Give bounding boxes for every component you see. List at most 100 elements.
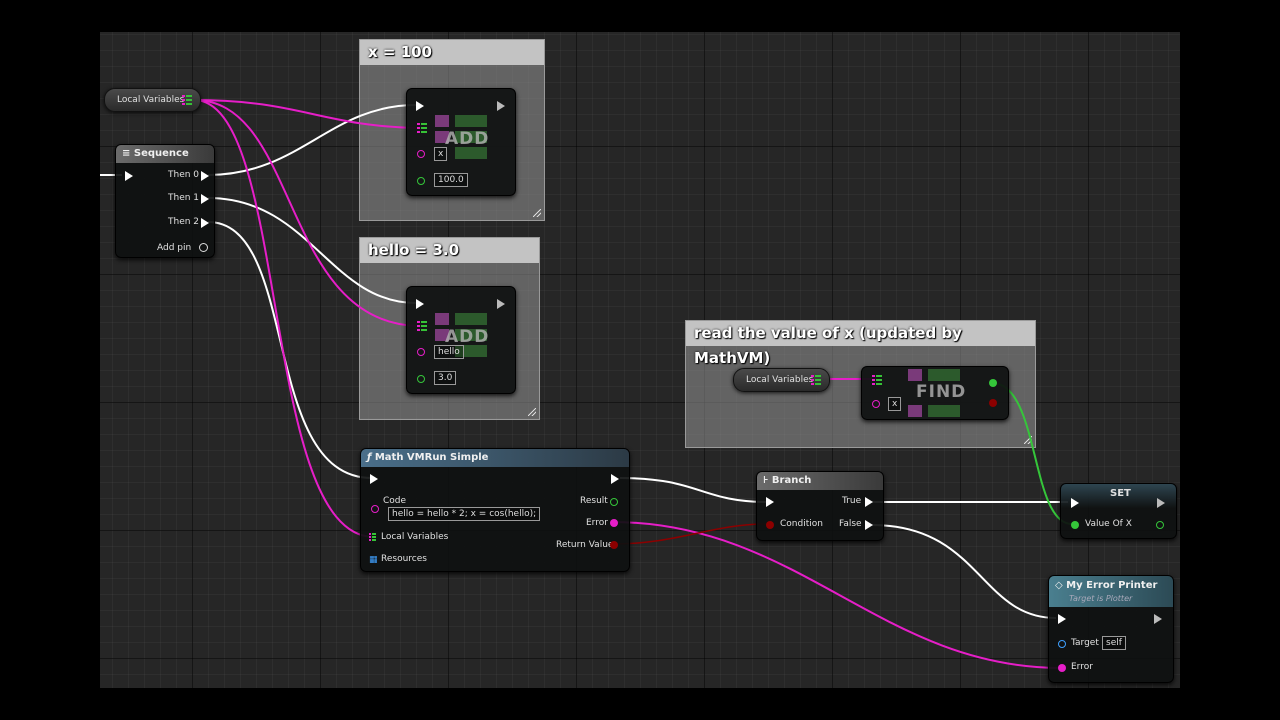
map-pin-icon[interactable]: [417, 123, 427, 133]
add-node-hello[interactable]: ADD hello 3.0: [406, 286, 516, 394]
exec-in-pin[interactable]: [370, 474, 378, 484]
exec-wire: [207, 221, 373, 479]
resources-pin-icon[interactable]: ▦: [369, 555, 378, 565]
value-input[interactable]: 3.0: [434, 371, 457, 385]
value-pin[interactable]: [417, 177, 425, 185]
local-variables-node[interactable]: Local Variables: [104, 88, 201, 112]
true-label: True: [842, 496, 862, 506]
result-pin[interactable]: [610, 498, 618, 506]
exec-out-pin[interactable]: [1154, 614, 1162, 624]
true-pin[interactable]: [865, 497, 873, 507]
local-variables-pin-icon[interactable]: [369, 533, 376, 543]
value-out-pin[interactable]: [989, 379, 997, 387]
comment-title[interactable]: x = 100: [360, 40, 544, 65]
code-pin[interactable]: [371, 505, 379, 513]
wires-layer: [100, 99, 1073, 669]
value-pin[interactable]: [417, 375, 425, 383]
resize-handle-icon[interactable]: [528, 408, 536, 416]
comment-title[interactable]: hello = 3.0: [360, 238, 539, 263]
map-pin-icon[interactable]: [417, 321, 427, 331]
find-operator-label: FIND: [916, 382, 967, 402]
then1-label: Then 1: [168, 193, 200, 203]
node-title: Sequence: [133, 148, 189, 159]
exec-in-pin[interactable]: [416, 101, 424, 111]
branch-icon: ⊦: [763, 475, 772, 486]
node-title: SET: [1110, 488, 1131, 499]
node-label: Local Variables: [117, 95, 185, 105]
target-input[interactable]: self: [1102, 636, 1126, 650]
node-header: ⊦ Branch: [757, 472, 883, 490]
set-node[interactable]: SET Value Of X: [1060, 483, 1177, 539]
target-pin[interactable]: [1058, 640, 1066, 648]
then2-label: Then 2: [168, 217, 200, 227]
found-out-pin[interactable]: [989, 399, 997, 407]
exec-wire: [871, 524, 1057, 619]
false-label: False: [839, 519, 862, 529]
add-node-x[interactable]: ADD x 100.0: [406, 88, 516, 196]
resize-handle-icon[interactable]: [1024, 436, 1032, 444]
exec-out-pin[interactable]: [1157, 498, 1165, 508]
add-operator-label: ADD: [445, 129, 490, 149]
node-label: Local Variables: [746, 375, 814, 385]
key-input[interactable]: x: [434, 147, 448, 161]
value-of-x-out-pin[interactable]: [1156, 521, 1164, 529]
key-input[interactable]: x: [888, 397, 902, 411]
find-node[interactable]: FIND x: [861, 366, 1009, 420]
target-label: Target: [1071, 638, 1099, 648]
exec-in-pin[interactable]: [125, 171, 133, 181]
add-pin-button[interactable]: Add pin: [157, 243, 192, 253]
then2-pin[interactable]: [201, 218, 209, 228]
exec-in-pin[interactable]: [1071, 498, 1079, 508]
map-wire: [193, 99, 419, 327]
then1-pin[interactable]: [201, 194, 209, 204]
exec-wire: [207, 197, 417, 304]
branch-node[interactable]: ⊦ Branch Condition True False: [756, 471, 884, 541]
error-label: Error: [586, 518, 608, 528]
resize-handle-icon[interactable]: [533, 209, 541, 217]
node-title: My Error Printer: [1066, 580, 1158, 591]
key-input[interactable]: hello: [434, 345, 464, 359]
code-input[interactable]: hello = hello * 2; x = cos(hello);: [388, 507, 541, 521]
error-pin[interactable]: [1058, 664, 1066, 672]
result-label: Result: [580, 496, 608, 506]
then0-pin[interactable]: [201, 171, 209, 181]
bool-wire: [611, 523, 769, 545]
map-pin-icon[interactable]: [811, 375, 821, 385]
value-of-x-label: Value Of X: [1085, 519, 1132, 529]
code-label: Code: [383, 496, 407, 506]
exec-out-pin[interactable]: [611, 474, 619, 484]
node-header: ◇ My Error Printer Target is Plotter: [1049, 576, 1173, 607]
exec-in-pin[interactable]: [416, 299, 424, 309]
math-vmrun-simple-node[interactable]: ƒ Math VMRun Simple Code hello = hello *…: [360, 448, 630, 572]
exec-out-pin[interactable]: [497, 299, 505, 309]
condition-pin[interactable]: [766, 521, 774, 529]
condition-label: Condition: [780, 519, 823, 529]
exec-in-pin[interactable]: [766, 497, 774, 507]
return-value-pin[interactable]: [610, 541, 618, 549]
node-title: Math VMRun Simple: [374, 452, 489, 463]
add-pin-icon[interactable]: [199, 243, 208, 252]
exec-in-pin[interactable]: [1058, 614, 1066, 624]
map-pin-icon[interactable]: [872, 375, 882, 385]
map-wire: [193, 99, 419, 129]
key-pin[interactable]: [417, 150, 425, 158]
return-value-label: Return Value: [556, 540, 614, 550]
error-pin[interactable]: [610, 519, 618, 527]
value-input[interactable]: 100.0: [434, 173, 468, 187]
map-pin-icon[interactable]: [182, 95, 192, 105]
map-wire: [193, 99, 375, 538]
false-pin[interactable]: [865, 520, 873, 530]
comment-title[interactable]: read the value of x (updated by MathVM): [686, 321, 1035, 367]
value-of-x-in-pin[interactable]: [1071, 521, 1079, 529]
exec-wire: [207, 104, 417, 176]
node-title: Branch: [771, 475, 812, 486]
node-header: ƒ Math VMRun Simple: [361, 449, 629, 467]
key-pin[interactable]: [872, 400, 880, 408]
local-variables-node[interactable]: Local Variables: [733, 368, 830, 392]
blueprint-graph-canvas[interactable]: x = 100 hello = 3.0 read the value of x …: [100, 32, 1180, 688]
key-pin[interactable]: [417, 348, 425, 356]
sequence-node[interactable]: ≡ Sequence Then 0 Then 1 Then 2 Add pin: [115, 144, 215, 258]
my-error-printer-node[interactable]: ◇ My Error Printer Target is Plotter Tar…: [1048, 575, 1174, 683]
exec-out-pin[interactable]: [497, 101, 505, 111]
exec-wire: [619, 477, 769, 503]
